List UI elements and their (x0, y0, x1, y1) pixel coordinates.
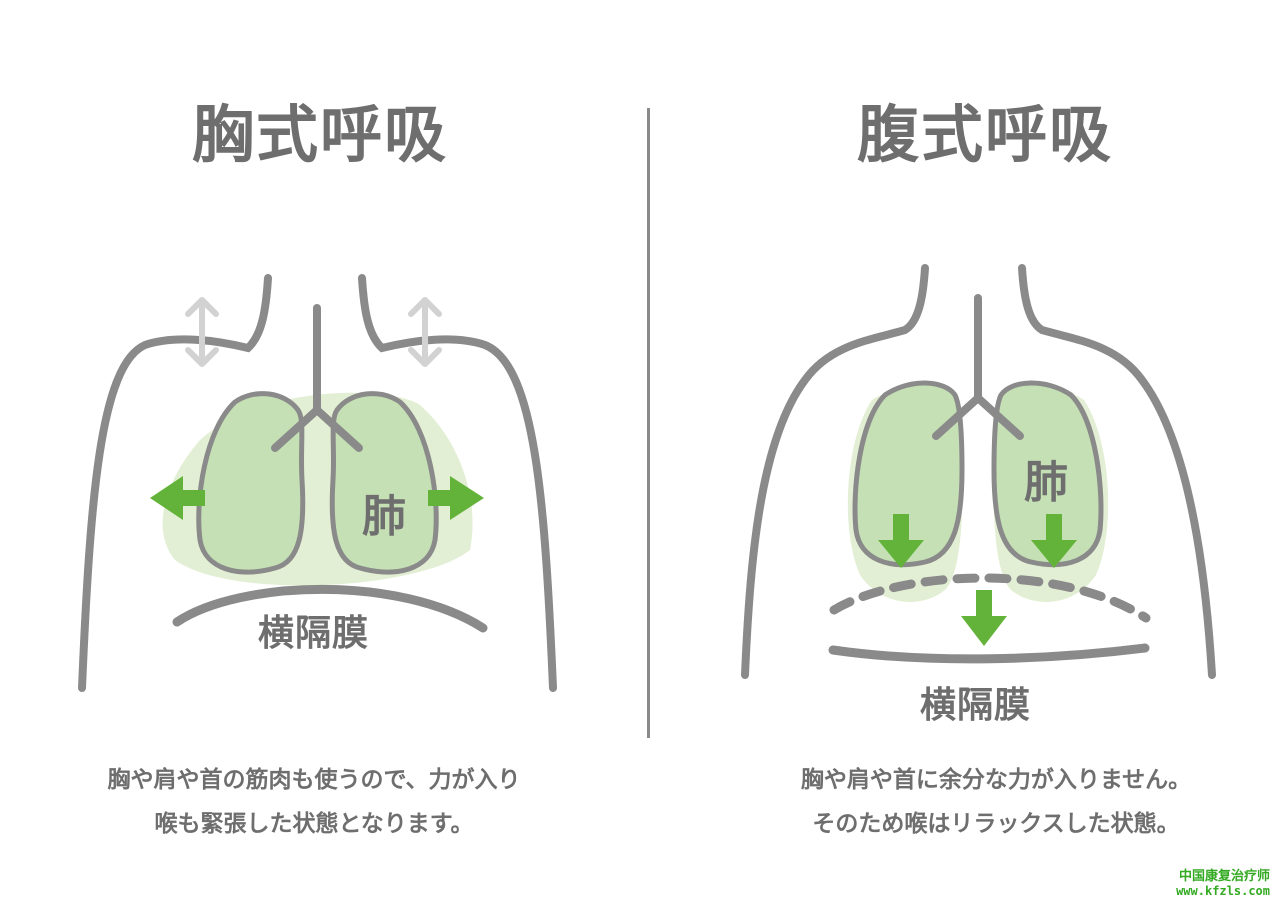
diaphragm-label: 横隔膜 (258, 613, 370, 654)
watermark: 中国康复治疗师 www.kfzls.com (1176, 865, 1270, 898)
diaphragm-label: 横隔膜 (920, 685, 1032, 726)
shoulder-updown-arrow-icon (408, 297, 442, 367)
left-lung (852, 380, 965, 568)
abdominal-breathing-title: 腹式呼吸 (856, 98, 1113, 171)
body-outline-left (78, 274, 272, 692)
chest-breathing-caption: 胸や肩や首の筋肉も使うので、力が入り 喉も緊張した状態となります。 (34, 758, 594, 846)
watermark-name: 中国康复治疗师 (1178, 869, 1270, 884)
right-lung (329, 391, 439, 575)
shoulder-updown-arrow-icon (185, 297, 219, 367)
abdominal-breathing-caption: 胸や肩や首に余分な力が入りません。 そのため喉はリラックスした状態。 (716, 758, 1276, 846)
caption-line: 胸や肩や首に余分な力が入りません。 (800, 767, 1192, 793)
caption-line: そのため喉はリラックスした状態。 (812, 811, 1180, 837)
body-outline-left (741, 264, 929, 679)
trachea (271, 304, 363, 452)
body-outline-right (1018, 264, 1216, 679)
chest-breathing-figure (78, 274, 557, 692)
diaphragm-previous-position (829, 573, 1151, 623)
arrow-down-icon (878, 514, 924, 568)
right-lung (991, 380, 1104, 568)
watermark-url: www.kfzls.com (1176, 884, 1270, 898)
chest-breathing-title: 胸式呼吸 (191, 98, 448, 171)
diaphragm-line (172, 584, 488, 633)
caption-line: 喉も緊張した状態となります。 (154, 811, 474, 837)
panel-divider (647, 108, 650, 738)
body-outline-right (358, 274, 557, 692)
left-lung (196, 391, 306, 575)
arrow-down-icon (1031, 514, 1077, 568)
lung-label: 肺 (362, 491, 406, 542)
arrow-down-icon (961, 590, 1007, 646)
diaphragm-line (828, 643, 1150, 664)
abdominal-breathing-figure (741, 264, 1216, 679)
arrow-left-icon (150, 476, 205, 520)
arrow-right-icon (428, 476, 484, 520)
caption-line: 胸や肩や首の筋肉も使うので、力が入り (107, 767, 521, 793)
trachea (932, 294, 1024, 440)
lung-label: 肺 (1024, 457, 1068, 508)
